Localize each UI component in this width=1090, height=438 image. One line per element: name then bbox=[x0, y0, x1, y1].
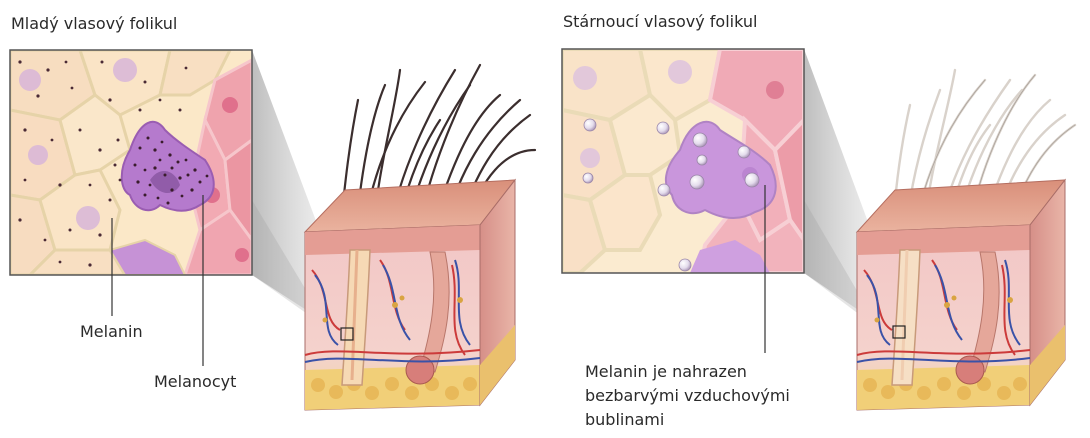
young-follicle-title: Mladý vlasový folikul bbox=[11, 14, 177, 34]
bubbles-label: Melanin je nahrazen bezbarvými vzduchový… bbox=[585, 360, 790, 432]
skin-cube-aging bbox=[857, 70, 1075, 410]
young-follicle-zoom bbox=[10, 50, 252, 275]
skin-cube-young bbox=[305, 65, 535, 410]
aging-follicle-zoom bbox=[562, 49, 804, 273]
melanocyt-label: Melanocyt bbox=[154, 372, 236, 392]
aging-follicle-title: Stárnoucí vlasový folikul bbox=[563, 12, 757, 32]
melanin-label: Melanin bbox=[80, 322, 143, 342]
